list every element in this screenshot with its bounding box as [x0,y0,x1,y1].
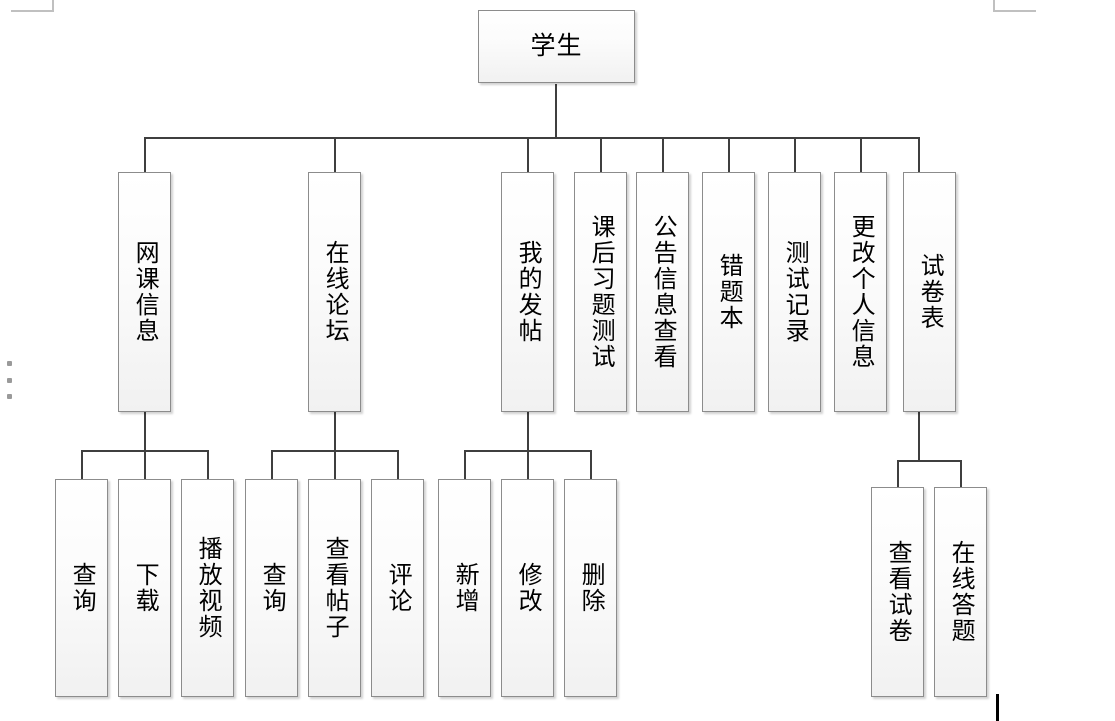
connector-drop-shijuan-biao [918,137,920,173]
text-caret [996,694,999,721]
node-label: 播放视频 [194,536,223,640]
connector-level2-bus [144,137,919,139]
connector-drop-zaixian-luntan [334,137,336,173]
connector-drop-cuotiben [728,137,730,173]
connector-drop-genggai-geren-xinxi [860,137,862,173]
node-label: 查询 [68,562,97,614]
node-shijuan-biao[interactable]: 试卷表 [903,172,956,412]
node-chakan-tiezi[interactable]: 查看帖子 [308,479,361,697]
node-zaixian-luntan[interactable]: 在线论坛 [308,172,361,412]
node-zaixian-dati[interactable]: 在线答题 [934,487,987,697]
node-label: 更改个人信息 [847,214,876,370]
node-label: 查看试卷 [884,540,913,644]
node-root-student[interactable]: 学生 [478,10,635,83]
node-bofang-shipin[interactable]: 播放视频 [181,479,234,697]
handle-dot [6,361,12,366]
connector-drop-chakan-shijuan [897,460,899,488]
node-chaxun-luntan[interactable]: 查询 [245,479,298,697]
node-wode-fatie[interactable]: 我的发帖 [501,172,554,412]
margin-mark-top-left [11,0,54,12]
node-pinglun[interactable]: 评论 [371,479,424,697]
node-kehou-xiti-ceshi[interactable]: 课后习题测试 [574,172,627,412]
node-xiazai[interactable]: 下载 [118,479,171,697]
handle-dot [6,377,12,383]
connector-drop-chaxun-1 [81,450,83,480]
node-label: 下载 [131,562,160,614]
connector-stem-zaixian-luntan [334,411,336,452]
connector-drop-bofang-shipin [207,450,209,480]
connector-root-stem [555,84,557,139]
connector-stem-wode-fatie [527,411,529,452]
node-label: 网课信息 [131,240,160,344]
connector-stem-wangke-xinxi [144,411,146,452]
node-shanchu[interactable]: 删除 [564,479,617,697]
margin-mark-top-right [993,0,1036,12]
connector-bus-shijuan-biao [897,460,962,462]
connector-drop-chaxun-2 [271,450,273,480]
connector-drop-shanchu [590,450,592,480]
node-gonggao-xinxi-chakan[interactable]: 公告信息查看 [636,172,689,412]
connector-drop-xiazai [144,450,146,480]
connector-drop-xinzeng [464,450,466,480]
connector-drop-ceshi-jilu [794,137,796,173]
connector-drop-wangke-xinxi [144,137,146,173]
node-label: 删除 [577,562,606,614]
connector-drop-zaixian-dati [960,460,962,488]
node-label: 在线论坛 [321,240,350,344]
node-label: 测试记录 [781,240,810,344]
node-xinzeng[interactable]: 新增 [438,479,491,697]
node-ceshi-jilu[interactable]: 测试记录 [768,172,821,412]
node-chakan-shijuan[interactable]: 查看试卷 [871,487,924,697]
handle-dot [6,394,12,399]
node-label: 查看帖子 [321,536,350,640]
node-label: 学生 [530,31,583,61]
node-genggai-geren-xinxi[interactable]: 更改个人信息 [834,172,887,412]
node-label: 查询 [258,562,287,614]
node-label: 修改 [514,562,543,614]
node-label: 试卷表 [916,253,945,331]
edge-drag-handle[interactable] [5,361,13,399]
node-label: 课后习题测试 [587,214,616,370]
connector-drop-gonggao-xinxi-chakan [662,137,664,173]
node-label: 错题本 [715,253,744,331]
connector-drop-wode-fatie [527,137,529,173]
node-label: 我的发帖 [514,240,543,344]
node-xiugai[interactable]: 修改 [501,479,554,697]
connector-drop-xiugai [527,450,529,480]
node-label: 评论 [384,562,413,614]
node-chaxun-wangke[interactable]: 查询 [55,479,108,697]
connector-drop-pinglun [397,450,399,480]
node-cuotiben[interactable]: 错题本 [702,172,755,412]
connector-drop-chakan-tiezi [334,450,336,480]
connector-drop-kehou-xiti-ceshi [600,137,602,173]
node-label: 公告信息查看 [649,214,678,370]
node-label: 在线答题 [947,540,976,644]
node-wangke-xinxi[interactable]: 网课信息 [118,172,171,412]
node-label: 新增 [451,562,480,614]
connector-stem-shijuan-biao [918,411,920,462]
